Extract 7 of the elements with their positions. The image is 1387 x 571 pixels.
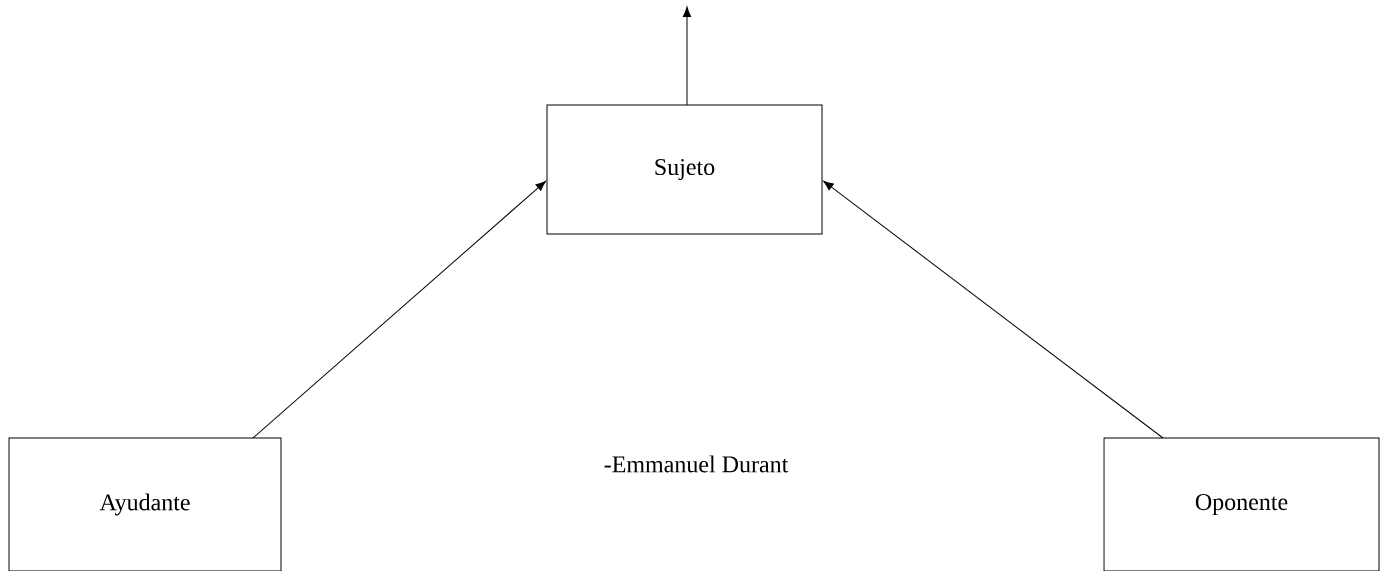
text-box: Ayudante [8,437,282,571]
arrow [823,180,1164,439]
text-box: Sujeto [546,104,823,235]
author-name: -Emmanuel Durant [604,455,789,473]
arrow [682,6,692,106]
arrow [252,180,546,439]
text-box: Oponente [1103,437,1380,571]
